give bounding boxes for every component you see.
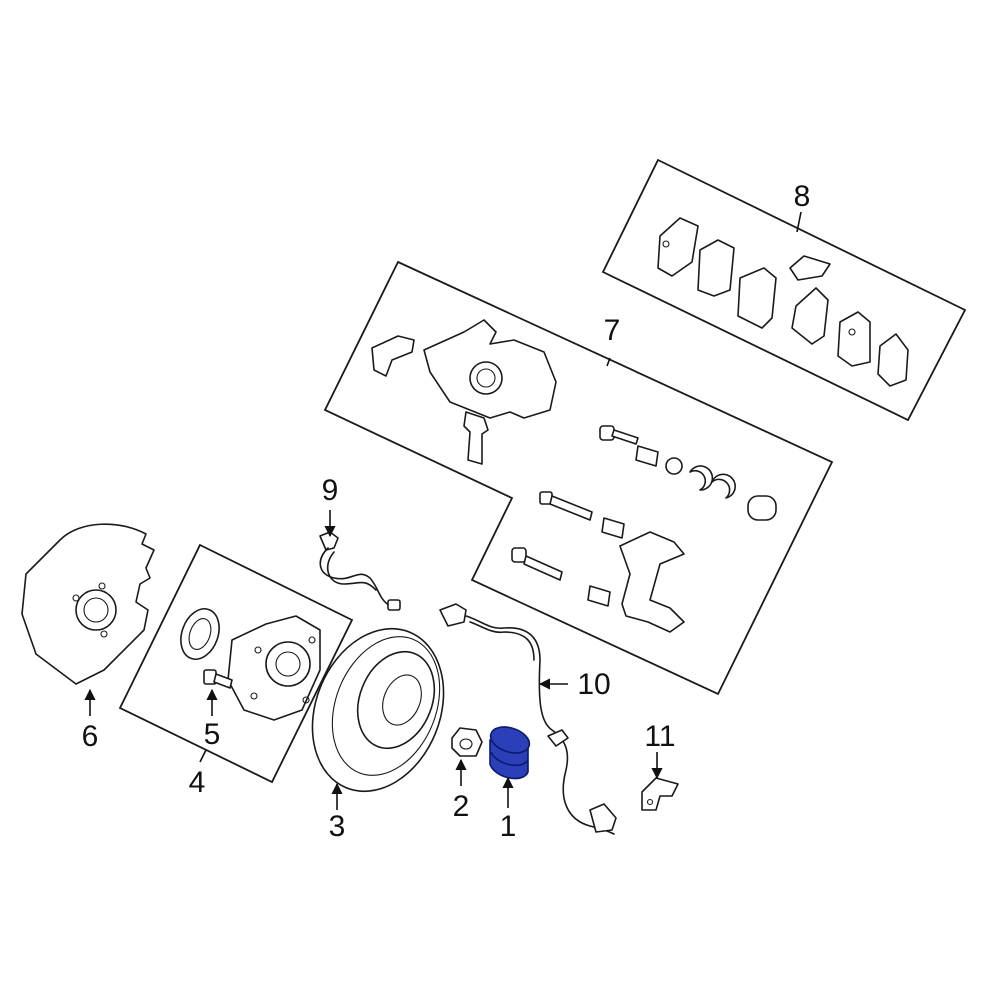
hub-bearing-icon (180, 608, 321, 721)
callout-7: 7 (604, 314, 621, 347)
callout-8: 8 (794, 180, 811, 213)
dust-shield-part[interactable] (21, 523, 155, 685)
leader-arrows (84, 211, 802, 810)
hub-and-bearing-group[interactable] (118, 543, 354, 784)
callout-labels: 1 2 3 4 5 6 7 8 9 10 11 (82, 180, 811, 843)
callout-6: 6 (82, 720, 99, 753)
sensor-bracket-part[interactable] (641, 777, 679, 811)
caliper-assembly-group[interactable] (323, 260, 834, 696)
callout-3: 3 (329, 810, 346, 843)
callout-1: 1 (500, 810, 517, 843)
callout-2: 2 (453, 790, 470, 823)
callout-4: 4 (189, 766, 206, 799)
caliper-bolt-kit-icon (511, 425, 777, 633)
callout-5: 5 (204, 718, 221, 751)
callout-10: 10 (577, 668, 610, 701)
callout-9: 9 (322, 474, 339, 507)
caliper-icon (371, 319, 557, 465)
brake-pad-icon (657, 217, 909, 387)
wheel-stud-icon (203, 669, 233, 689)
brake-pad-set-group[interactable] (601, 158, 967, 422)
highlighted-part-1[interactable] (487, 722, 532, 780)
callout-11: 11 (644, 720, 675, 753)
hub-nut-part[interactable] (451, 727, 483, 757)
abs-sensor-part[interactable] (439, 603, 617, 835)
brake-hose-part[interactable] (319, 531, 401, 611)
brake-rotor-part[interactable] (289, 609, 467, 811)
